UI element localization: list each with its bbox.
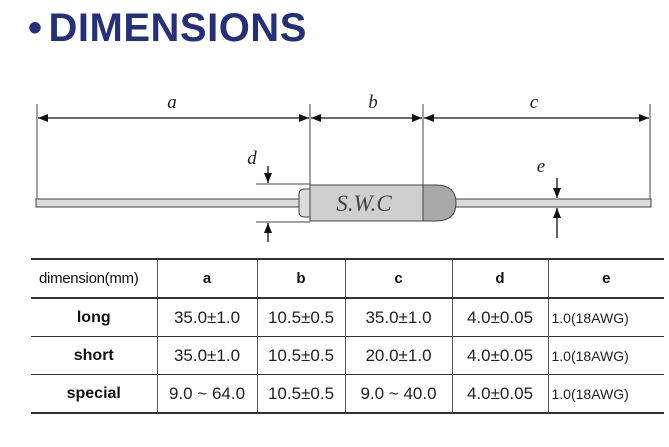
fuse-end-cap [420,184,457,222]
lead-wire-left [35,198,303,208]
title-text: DIMENSIONS [48,6,307,50]
cell-e: 1.0(18AWG) [547,298,664,337]
cell-c: 9.0 ~ 40.0 [344,374,452,413]
table-header-row: dimension(mm) a b c d e [31,259,664,298]
label-c: c [530,92,539,113]
cell-c: 20.0±1.0 [344,336,452,375]
page-title: •DIMENSIONS [28,6,307,50]
cell-a: 35.0±1.0 [156,298,257,337]
lead-wire-right [454,198,652,208]
table-row: special 9.0 ~ 64.0 10.5±0.5 9.0 ~ 40.0 4… [31,374,664,413]
cell-e: 1.0(18AWG) [547,374,664,413]
table-row: long 35.0±1.0 10.5±0.5 35.0±1.0 4.0±0.05… [31,298,664,337]
dimensions-table: dimension(mm) a b c d e long 35.0±1.0 10… [31,258,664,414]
cell-d: 4.0±0.05 [451,374,548,413]
cell-c: 35.0±1.0 [344,298,452,337]
cell-b: 10.5±0.5 [256,298,345,337]
label-a: a [167,92,177,113]
fuse-body-label: S.W.C [336,191,392,216]
table-row: short 35.0±1.0 10.5±0.5 20.0±1.0 4.0±0.0… [31,336,664,375]
label-d: d [247,148,257,169]
fuse-body [309,184,424,222]
label-b: b [368,92,378,113]
cell-a: 35.0±1.0 [156,336,257,375]
column-header-dimension: dimension(mm) [39,270,139,287]
fuse-neck [298,188,312,218]
cell-e: 1.0(18AWG) [547,336,664,375]
column-header-b: b [256,259,345,298]
cell-a: 9.0 ~ 64.0 [156,374,257,413]
row-label-short: short [73,346,114,364]
label-e: e [537,156,545,177]
row-label-special: special [66,384,121,402]
cell-d: 4.0±0.05 [451,298,548,337]
column-header-a: a [156,259,257,298]
column-header-c: c [344,259,452,298]
cell-b: 10.5±0.5 [256,336,345,375]
dimension-diagram: a b c S.W.C d e [35,92,652,242]
row-label-long: long [76,308,111,326]
title-bullet: • [28,6,43,50]
column-header-e: e [547,259,664,298]
cell-b: 10.5±0.5 [256,374,345,413]
column-header-d: d [451,259,548,298]
cell-d: 4.0±0.05 [451,336,548,375]
